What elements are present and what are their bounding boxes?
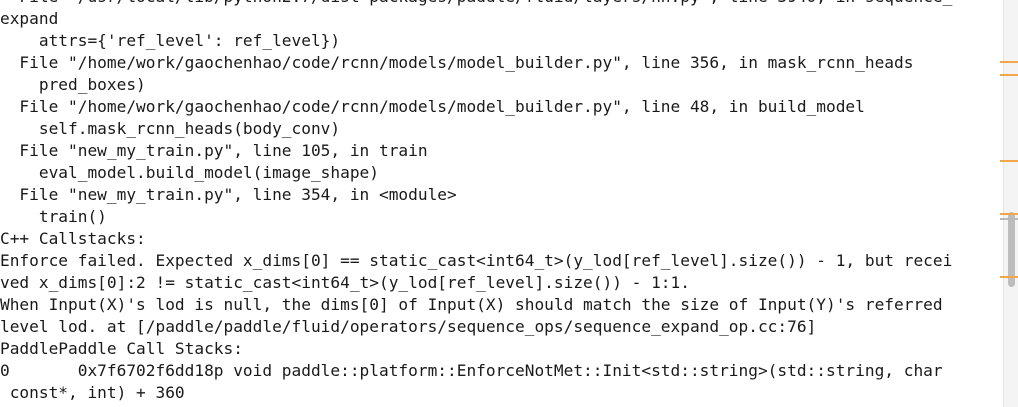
scrollbar-area[interactable] (985, 0, 1018, 407)
terminal-line: File "/home/work/gaochenhao/code/rcnn/mo… (0, 97, 865, 116)
terminal-line: PaddlePaddle Call Stacks: (0, 339, 243, 358)
terminal-line: Enforce failed. Expected x_dims[0] == st… (0, 251, 953, 270)
terminal-line: ved x_dims[0]:2 != static_cast<int64_t>(… (0, 273, 690, 292)
scroll-marker-orange[interactable] (1000, 213, 1018, 215)
terminal-line: level lod. at [/paddle/paddle/fluid/oper… (0, 317, 817, 336)
terminal-line: C++ Callstacks: (0, 229, 146, 248)
terminal-line: self.mask_rcnn_heads(body_conv) (0, 119, 341, 138)
terminal-line: When Input(X)'s lod is null, the dims[0]… (0, 295, 943, 314)
vertical-scrollbar[interactable] (1003, 0, 1018, 407)
terminal-line: 0 0x7f6702f6dd18p void paddle::platform:… (0, 361, 943, 380)
terminal-output[interactable]: File "/usr/local/lib/python2.7/dist-pack… (0, 0, 985, 407)
scroll-marker-orange[interactable] (1000, 74, 1018, 76)
scroll-marker-orange[interactable] (1000, 160, 1018, 162)
scroll-marker-orange[interactable] (1000, 276, 1018, 278)
terminal-line: File "new_my_train.py", line 354, in <mo… (0, 185, 457, 204)
terminal-line: attrs={'ref_level': ref_level}) (0, 31, 341, 50)
terminal-line: File "new_my_train.py", line 105, in tra… (0, 141, 428, 160)
terminal-line: train() (0, 207, 107, 226)
terminal-line: pred_boxes) (0, 75, 146, 94)
terminal-line: File "/home/work/gaochenhao/code/rcnn/mo… (0, 53, 914, 72)
terminal-line: eval_model.build_model(image_shape) (0, 163, 379, 182)
scroll-marker-orange[interactable] (1000, 61, 1018, 63)
scroll-marker-gray[interactable] (1000, 218, 1018, 220)
terminal-line: expand (0, 9, 59, 28)
terminal-line: File "/usr/local/lib/python2.7/dist-pack… (0, 0, 985, 8)
terminal-line: const*, int) + 360 (0, 383, 185, 402)
scrollbar-thumb[interactable] (1008, 212, 1015, 287)
